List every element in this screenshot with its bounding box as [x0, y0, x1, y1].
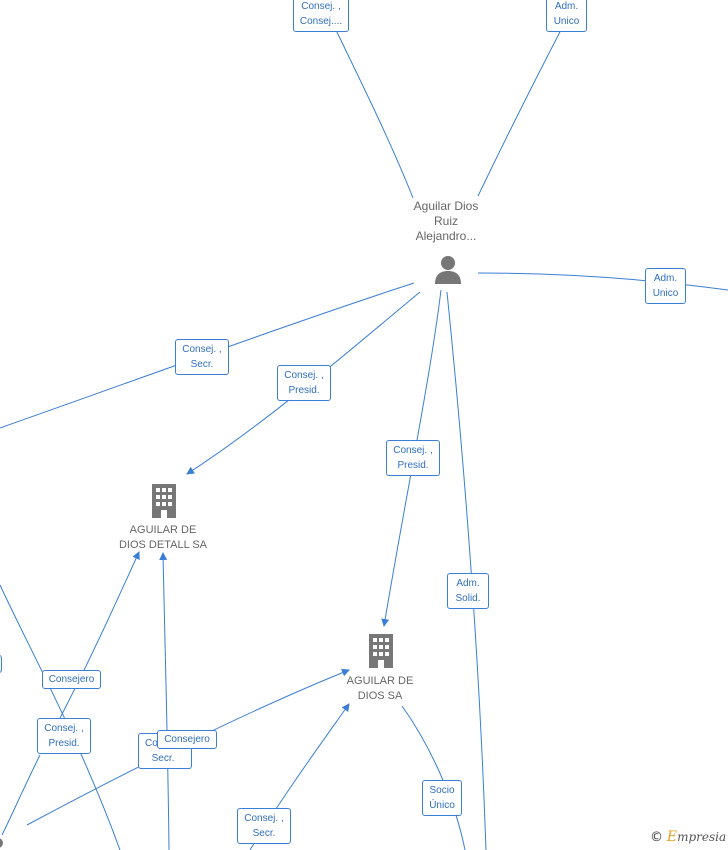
edge-label-top-left[interactable]: Consej. ,Consej.... [293, 0, 349, 32]
edge-socio-unico [401, 705, 466, 850]
edge-label-to-dios[interactable]: Consej. ,Presid. [386, 440, 440, 476]
edge-lower-left [1, 754, 41, 836]
person-name-aguilar-dios-ruiz[interactable]: Aguilar Dios Ruiz Alejandro... [413, 199, 479, 243]
building-icon[interactable] [367, 634, 395, 668]
edge-label-to-detall[interactable]: Consej. ,Presid. [277, 365, 331, 401]
brand-initial: E [666, 829, 678, 845]
edge-consejero-1 [59, 551, 140, 719]
company-name-aguilar-de-dios[interactable]: AGUILAR DE DIOS SA [346, 675, 414, 702]
person-icon[interactable] [433, 254, 463, 284]
company-name-aguilar-de-dios-detall[interactable]: AGUILAR DE DIOS DETALL SA [118, 524, 208, 551]
edge-top-left [334, 27, 414, 199]
partial-node-icon [0, 838, 3, 848]
edge-label-consej-secr-bottom[interactable]: Consej. ,Secr. [237, 808, 291, 844]
edge-left-diag [0, 584, 121, 850]
copyright-icon: © [650, 830, 663, 845]
edge-label-consejero-1[interactable]: Consejero [42, 670, 101, 689]
edge-label-partial-left[interactable] [0, 655, 2, 673]
edge-label-left-long[interactable]: Consej. ,Secr. [175, 339, 229, 375]
brand-name: mpresia [677, 830, 727, 844]
edge-label-adm-solid[interactable]: Adm.Solid. [447, 573, 489, 609]
empresia-watermark: © Empresia [650, 829, 726, 845]
edge-label-consej-presid-lower[interactable]: Consej. ,Presid. [37, 718, 91, 754]
edge-right [477, 272, 728, 291]
edge-label-right[interactable]: Adm.Unico [645, 268, 686, 304]
edge-detall-up [159, 552, 170, 850]
edge-adm-solid [446, 291, 487, 850]
building-icon[interactable] [150, 484, 178, 518]
edge-label-consejero-2[interactable]: Consejero [157, 730, 217, 749]
edge-label-top-right[interactable]: Adm.Unico [546, 0, 587, 32]
edge-top-right [477, 27, 563, 197]
